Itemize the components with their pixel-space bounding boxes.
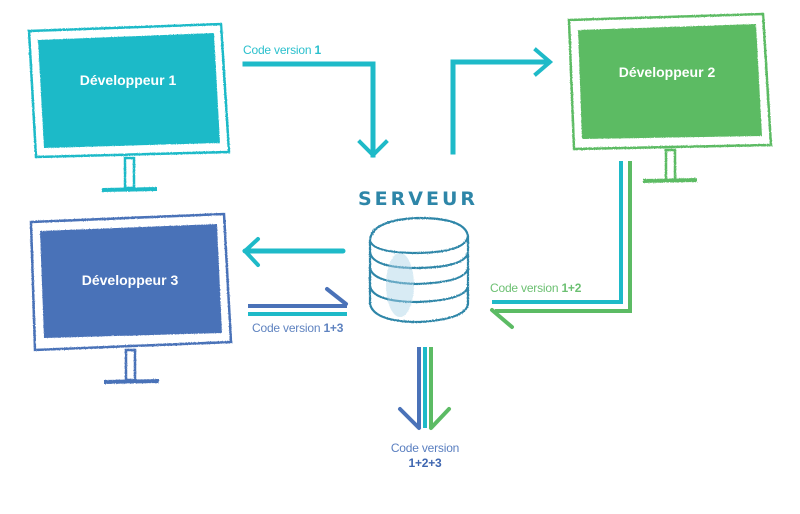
- flow-label-code-version-1-2-3: 1+2+3: [408, 456, 442, 470]
- monitor-1-base: [101, 187, 158, 192]
- server-title: SERVEUR: [358, 188, 478, 210]
- monitor-2-base: [642, 178, 698, 183]
- developer-2-monitor: [567, 12, 773, 183]
- monitor-3-screen: [40, 224, 222, 338]
- flow-label-code-version-1: Code version 1: [243, 43, 321, 57]
- database-icon: [368, 216, 470, 324]
- monitor-1-screen: [38, 33, 220, 148]
- monitor-2-frame: [567, 12, 773, 151]
- monitor-2-neck: [664, 148, 677, 182]
- flow-label-code-version-1-3: Code version 1+3: [252, 321, 344, 335]
- monitor-3-base: [103, 379, 160, 384]
- arrow-dev2-to-server: [490, 161, 632, 329]
- developer-3-label: Développeur 3: [82, 272, 179, 288]
- developer-3-monitor: [29, 212, 233, 384]
- developer-1-monitor: [27, 22, 231, 192]
- developer-1-label: Développeur 1: [80, 72, 177, 88]
- monitor-3-neck: [124, 348, 137, 382]
- monitor-3-frame: [29, 212, 233, 352]
- arrow-server-to-dev2: [450, 47, 554, 155]
- monitor-2-screen: [578, 24, 762, 139]
- arrow-server-to-dev3: [242, 237, 346, 267]
- developer-2-label: Développeur 2: [619, 64, 716, 80]
- flow-label-code-version-1-2: Code version 1+2: [490, 281, 582, 295]
- arrow-dev3-to-server: [248, 287, 348, 316]
- monitor-1-frame: [27, 22, 231, 159]
- flow-label-code-version-prefix: Code version: [391, 441, 459, 455]
- arrow-dev1-to-server: [242, 61, 389, 158]
- arrow-server-output: [398, 347, 451, 430]
- monitor-1-neck: [123, 156, 136, 190]
